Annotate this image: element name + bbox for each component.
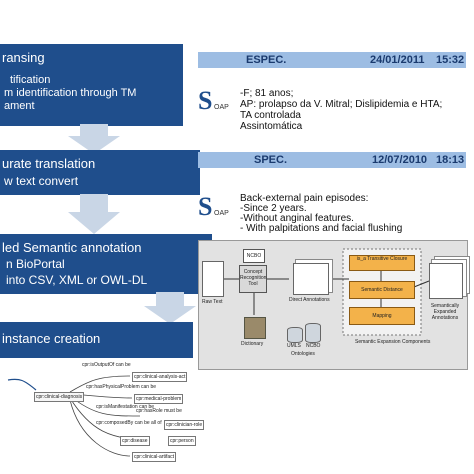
soap-line: AP: prolapso da V. Mitral; Dislipidemia …	[240, 99, 443, 110]
soap-line: -Since 2 years.	[240, 203, 307, 214]
step-title: led Semantic annotation	[2, 240, 142, 255]
graph-edge-label: cpr:hasRole must be	[136, 408, 182, 414]
step-translation: urate translation w text convert	[0, 150, 200, 195]
soap-line: -Without anginal features.	[240, 213, 354, 224]
graph-edge-label: cpr:hasPhysicalProblem can be	[86, 384, 157, 390]
down-arrow-icon	[144, 292, 196, 324]
record-type: SPEC.	[254, 154, 288, 166]
graph-node-root: cpr:clinical-diagnosis	[34, 392, 85, 402]
graph-node: cpr:clinician-role	[164, 420, 205, 430]
soap-sub: OAP	[214, 210, 229, 217]
ontology-graph: cpr:clinical-diagnosis cpr:isOutputOf ca…	[0, 360, 205, 470]
soap-line: TA controlada	[240, 110, 301, 121]
dictionary-cube-icon	[244, 317, 266, 339]
ncbo-db-label: NCBO	[306, 343, 321, 349]
step-title: urate translation	[2, 156, 96, 171]
soap-line: Back-external pain episodes:	[240, 193, 369, 204]
graph-node: cpr:clinical-analysis-act	[132, 372, 188, 382]
semantic-distance-box: Semantic Distance	[349, 281, 415, 299]
dictionary-label: Dictionary	[241, 341, 264, 347]
ncbo-box: NCBO	[243, 249, 265, 263]
soap-line: - With palpitations and facial flushing	[240, 223, 403, 234]
record-type: ESPEC.	[246, 54, 287, 66]
umls-label: UMLS	[287, 343, 301, 349]
soap-line: Assintomática	[240, 121, 303, 132]
down-arrow-icon	[68, 194, 120, 234]
record-header: ESPEC. 24/01/2011 15:32	[198, 52, 466, 68]
step-title: ransing	[2, 50, 45, 65]
graph-node: cpr:disease	[120, 436, 150, 446]
expanded-label: Semantically Expanded Annotations	[430, 303, 460, 321]
soap-line: -F; 81 anos;	[240, 88, 294, 99]
semantic-distance-label: Semantic Distance	[361, 287, 403, 293]
direct-annotations-label: Direct Annotations	[289, 297, 330, 303]
record-time: 15:32	[436, 54, 465, 66]
record-time: 18:13	[436, 154, 465, 166]
soap-letter: S	[198, 192, 213, 221]
raw-text-document-icon	[202, 261, 224, 297]
step-line: ament	[4, 100, 35, 112]
annotation-pipeline-diagram: Raw Text NCBO Concept Recognition Tool D…	[198, 240, 468, 370]
step-annotation: led Semantic annotation n BioPortal into…	[0, 234, 212, 294]
soap-letter: S	[198, 86, 213, 115]
graph-node: cpr:person	[168, 436, 196, 446]
graph-edge-label: cpr:isManifestation can be	[96, 404, 155, 410]
record-date: 12/07/2010	[372, 154, 428, 166]
step-line: n BioPortal	[6, 257, 65, 271]
direct-annotations-stack-icon	[293, 263, 329, 295]
step-line: into CSV, XML or OWL-DL	[6, 273, 148, 287]
record-date: 24/01/2011	[370, 54, 425, 66]
raw-text-label: Raw Text	[202, 299, 223, 305]
ontologies-label: Ontologies	[291, 351, 315, 357]
step-cleansing: ransing tification m identification thro…	[0, 44, 183, 126]
down-arrow-icon	[68, 124, 120, 154]
graph-node: cpr:clinical-artifact	[132, 452, 177, 462]
soap-note: S OAP -F; 81 anos; AP: prolapso da V. Mi…	[198, 88, 466, 148]
step-line: m identification through TM	[4, 87, 137, 99]
umls-database-icon	[287, 327, 303, 343]
concept-tool-label: Concept Recognition Tool	[240, 269, 267, 287]
mapping-label: Mapping	[372, 313, 392, 319]
is-a-closure-box: is_a Transitive Closure	[349, 255, 415, 271]
graph-edge-label: cpr:isOutputOf can be	[82, 362, 131, 368]
ncbo-database-icon	[305, 323, 321, 343]
step-title: instance creation	[2, 331, 101, 346]
concept-recognition-box: Concept Recognition Tool	[239, 265, 267, 293]
soap-sub: OAP	[214, 104, 229, 111]
graph-edge-label: cpr:composedBy can be all of	[96, 420, 162, 426]
is-a-label: is_a Transitive Closure	[356, 256, 408, 262]
step-line: w text convert	[4, 174, 79, 188]
step-instance-creation: instance creation	[0, 322, 193, 358]
ncbo-label: NCBO	[246, 253, 262, 259]
record-header: SPEC. 12/07/2010 18:13	[198, 152, 466, 168]
mapping-box: Mapping	[349, 307, 415, 325]
soap-note: S OAP Back-external pain episodes: -Sinc…	[198, 194, 466, 240]
expanded-annotations-stack-icon	[429, 263, 463, 299]
graph-node: cpr:medical-problem	[134, 394, 184, 404]
step-line: tification	[10, 74, 51, 86]
expansion-label: Semantic Expansion Components	[355, 339, 431, 345]
